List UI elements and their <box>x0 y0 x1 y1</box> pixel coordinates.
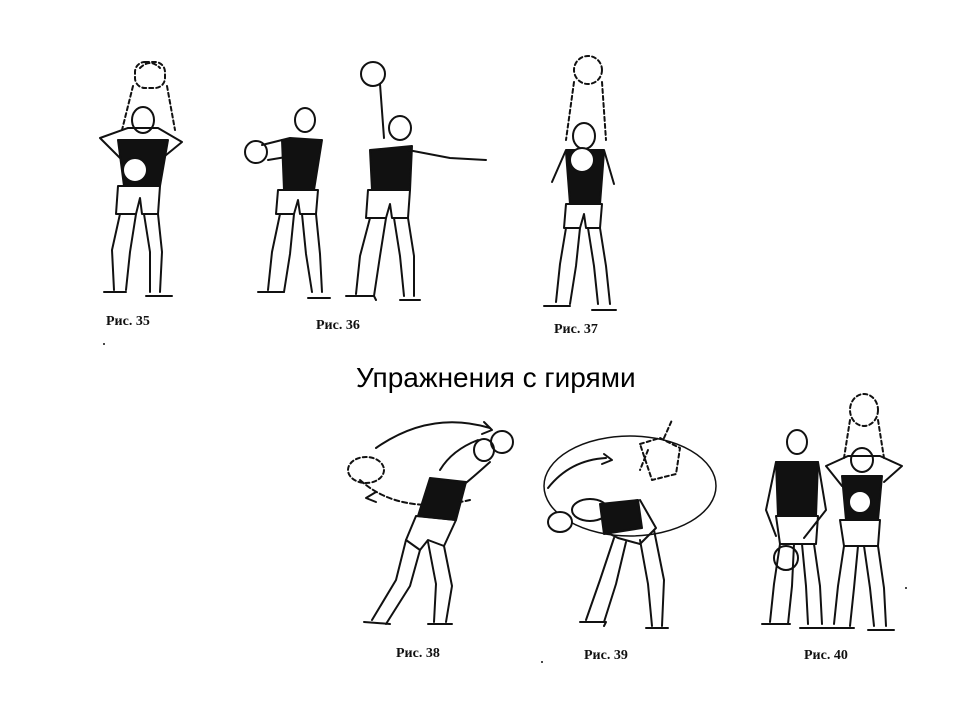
figure-35-caption: Рис. 35 <box>106 314 150 329</box>
scan-specks <box>103 343 907 663</box>
page-title: Упражнения с гирями <box>356 362 636 393</box>
figure-35-drawing <box>99 61 183 297</box>
figure-37-caption: Рис. 37 <box>554 322 598 337</box>
figure-38-drawing <box>347 421 514 625</box>
figure-39-drawing <box>543 419 717 629</box>
figure-39-caption: Рис. 39 <box>584 648 628 663</box>
figure-40-caption: Рис. 40 <box>804 648 848 663</box>
figure-38-caption: Рис. 38 <box>396 646 440 661</box>
figure-36-drawing <box>244 61 487 301</box>
figure-36-caption: Рис. 36 <box>316 318 360 333</box>
figure-37-drawing <box>543 55 617 311</box>
figure-40-drawing <box>761 393 903 631</box>
